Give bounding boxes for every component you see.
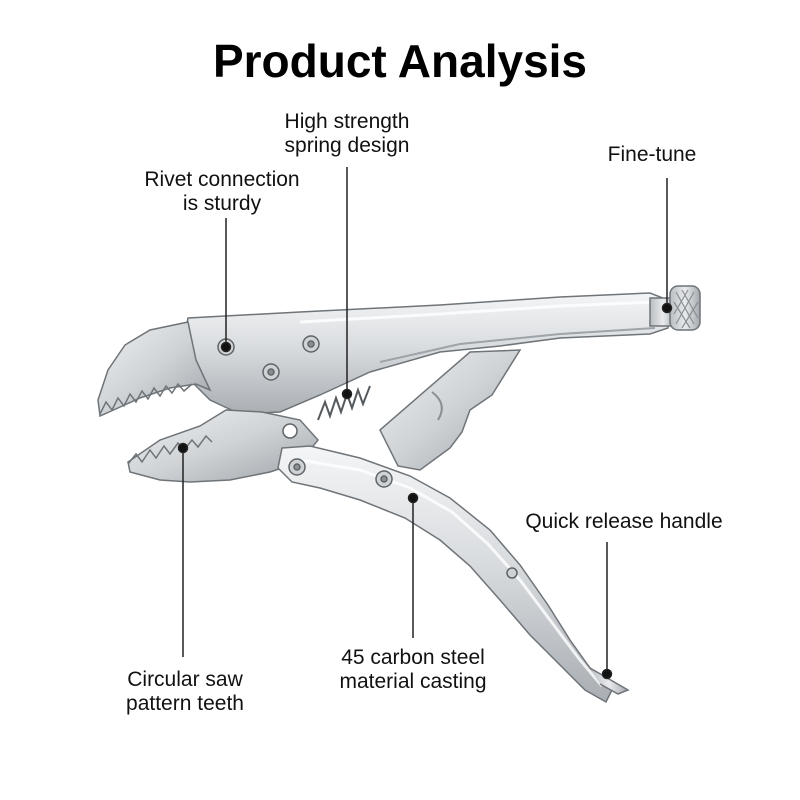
- lower-handle: [277, 445, 613, 704]
- rivet-release: [506, 567, 518, 579]
- callout-saw-teeth-line2: pattern teeth: [126, 692, 244, 715]
- upper-handle-ridge: [299, 300, 656, 324]
- callout-spring-line2: spring design: [284, 134, 410, 157]
- callout-spring: High strength spring design: [262, 110, 432, 158]
- rivet-lower-jaw: [282, 423, 298, 439]
- release-lever-notch: [431, 391, 443, 421]
- callout-saw-teeth-line1: Circular saw: [127, 668, 243, 691]
- callout-spring-line1: High strength: [284, 110, 410, 133]
- handle-tip-fork: [589, 667, 630, 695]
- lower-jaw-teeth: [127, 434, 213, 465]
- leader-lines: [177, 167, 673, 680]
- upper-jaw: [97, 321, 212, 418]
- upper-jaw-teeth: [99, 382, 193, 415]
- callout-quick-release: Quick release handle: [504, 510, 744, 534]
- knob-knurling: [673, 289, 699, 329]
- callout-fine-tune-line1: Fine-tune: [607, 143, 697, 166]
- callout-rivet-line1: Rivet connection: [144, 168, 300, 191]
- release-lever: [379, 349, 522, 471]
- callout-rivet-line2: is sturdy: [182, 192, 262, 215]
- callout-carbon-steel-line1: 45 carbon steel: [341, 646, 485, 669]
- callout-carbon-steel: 45 carbon steel material casting: [318, 646, 508, 694]
- callout-fine-tune: Fine-tune: [592, 143, 712, 167]
- page-title: Product Analysis: [212, 35, 588, 87]
- callout-rivet: Rivet connection is sturdy: [122, 168, 322, 216]
- callout-carbon-steel-line2: material casting: [339, 670, 487, 693]
- callout-saw-teeth: Circular saw pattern teeth: [110, 668, 260, 716]
- callout-quick-release-line1: Quick release handle: [525, 510, 723, 533]
- spring: [317, 385, 371, 421]
- upper-handle-shadow: [379, 327, 656, 363]
